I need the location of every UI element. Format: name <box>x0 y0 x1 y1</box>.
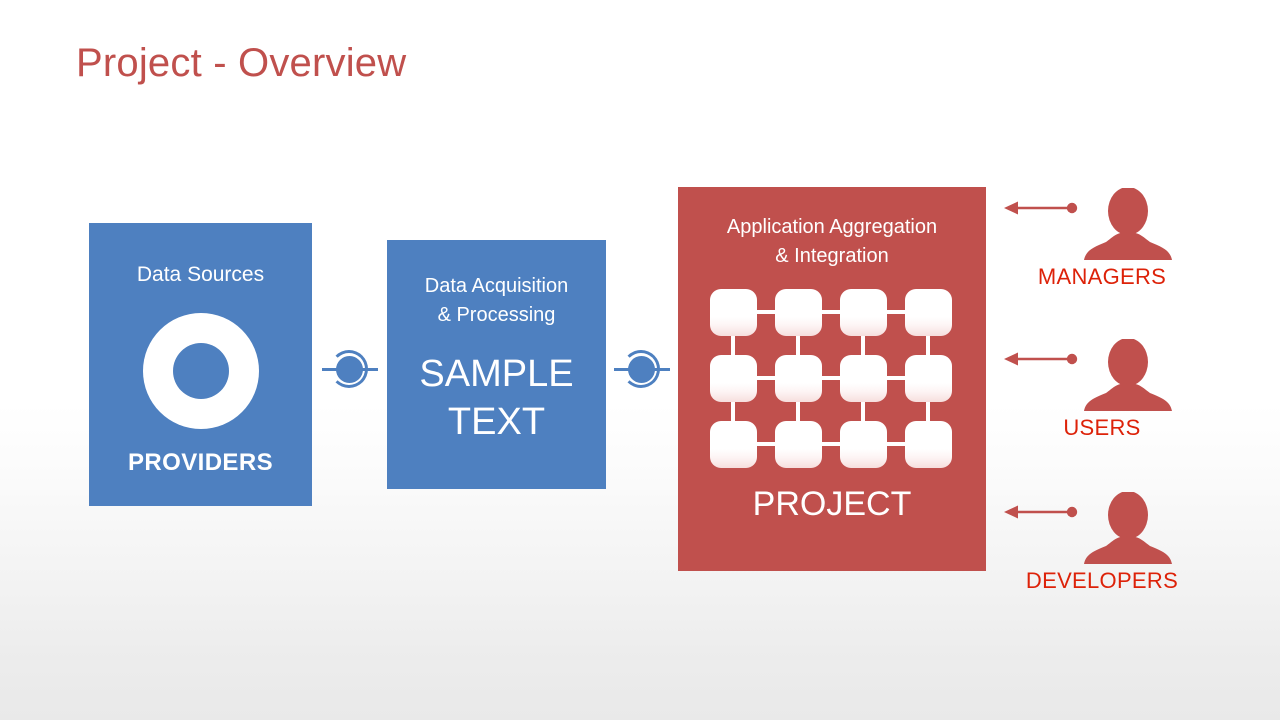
actor-label-users: USERS <box>1063 415 1141 440</box>
node-link-v <box>796 336 800 355</box>
person-icon <box>1084 188 1172 260</box>
stage-footer-providers: PROVIDERS <box>128 449 273 476</box>
grid-node <box>775 421 822 468</box>
node-link-h <box>887 310 905 314</box>
donut-icon <box>142 313 259 429</box>
grid-node <box>775 289 822 336</box>
stage-box-data-acquisition[interactable]: Data Acquisition & Processing SAMPLE TEX… <box>387 240 606 489</box>
stage-box-data-sources[interactable]: Data Sources PROVIDERS <box>89 223 312 506</box>
arrow-left-icon <box>1004 505 1078 519</box>
grid-node <box>840 289 887 336</box>
person-icon <box>1084 492 1172 564</box>
arrow-left-icon <box>1004 201 1078 215</box>
circle-arc-connector-icon-2 <box>614 348 670 392</box>
donut-hole <box>172 343 229 399</box>
grid-node <box>775 355 822 402</box>
grid-node <box>905 289 952 336</box>
connector-dot <box>628 356 655 383</box>
node-link-v <box>926 336 930 355</box>
grid-node <box>840 421 887 468</box>
grid-node <box>840 355 887 402</box>
caption-line-2: & Processing <box>437 304 556 326</box>
stage-bigtext-sample-text: SAMPLE TEXT <box>419 350 573 446</box>
bigtext-line-1: SAMPLE <box>419 353 574 395</box>
node-link-h <box>887 376 905 380</box>
caption-line-2: & Integration <box>775 245 889 267</box>
node-link-h <box>822 310 840 314</box>
node-link-v <box>796 402 800 421</box>
stage-bigtext-project: PROJECT <box>752 485 912 523</box>
arrow-left-icon <box>1004 352 1078 366</box>
grid-node <box>710 355 757 402</box>
connector-arc <box>330 350 368 388</box>
circle-arc-connector-icon-1 <box>322 348 378 392</box>
stage-caption-application-aggregation: Application Aggregation & Integration <box>727 213 937 271</box>
node-link-h <box>887 442 905 446</box>
person-icon <box>1084 339 1172 411</box>
stage-caption-data-sources: Data Sources <box>136 263 265 286</box>
connector-arc <box>622 350 660 388</box>
page-title: Project - Overview <box>76 41 407 85</box>
grid-node <box>905 355 952 402</box>
node-link-v <box>731 402 735 421</box>
node-link-v <box>926 402 930 421</box>
caption-line-1: Data Acquisition <box>424 275 569 297</box>
actor-label-developers: DEVELOPERS <box>1025 568 1179 593</box>
caption-line-1: Application Aggregation <box>726 216 938 238</box>
node-link-v <box>861 402 865 421</box>
node-link-v <box>731 336 735 355</box>
node-link-h <box>757 442 775 446</box>
grid-node <box>710 289 757 336</box>
node-link-h <box>822 376 840 380</box>
node-link-h <box>757 376 775 380</box>
stage-box-application-aggregation[interactable]: Application Aggregation & Integration <box>678 187 986 571</box>
node-grid-icon <box>710 289 954 469</box>
actor-label-managers: MANAGERS <box>1037 264 1167 289</box>
node-link-h <box>822 442 840 446</box>
bigtext-line-2: TEXT <box>447 401 546 443</box>
node-link-h <box>757 310 775 314</box>
grid-node <box>710 421 757 468</box>
node-link-v <box>861 336 865 355</box>
stage-caption-data-acquisition: Data Acquisition & Processing <box>425 272 568 330</box>
connector-dot <box>336 356 363 383</box>
grid-node <box>905 421 952 468</box>
